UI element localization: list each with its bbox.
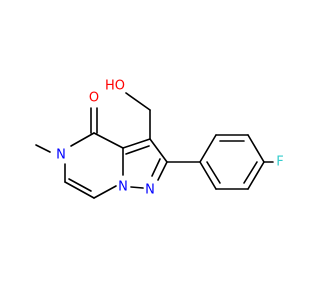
bond-c4-c3a xyxy=(93,132,124,149)
bond-c3a-c3-double xyxy=(125,145,150,155)
bond-ch2-oh xyxy=(125,92,151,111)
bonds xyxy=(35,92,274,199)
bond-c7-c6 xyxy=(64,181,95,199)
bond-c3a-c3 xyxy=(122,138,151,149)
bond-ph4-ph5 xyxy=(247,161,265,190)
bond-ph4-ph5-double xyxy=(243,161,258,184)
atom-label-nitrogen-pyrazole: N xyxy=(145,183,155,198)
bond-c2-n-pyrazole-double xyxy=(151,158,161,177)
atom-labels: O HO N N N F xyxy=(56,79,284,198)
atom-label-hydroxyl: HO xyxy=(105,79,125,94)
atom-label-oxygen-carbonyl: O xyxy=(89,91,99,106)
bond-ph6-ph1-double xyxy=(206,161,221,184)
bond-ph1-ph2 xyxy=(199,134,217,163)
bond-n-pyrazole-n-bridge xyxy=(130,186,144,189)
molecule-structure-diagram: O HO N N N F xyxy=(35,79,284,199)
bond-n-c4 xyxy=(70,132,95,147)
bond-ph6-ph1 xyxy=(199,161,217,190)
atom-label-nitrogen-bridge: N xyxy=(118,180,128,195)
bond-n-bridge-c7 xyxy=(93,185,117,199)
atom-label-nitrogen-pyrazinone: N xyxy=(56,148,66,163)
bond-methyl-n xyxy=(35,144,51,153)
atom-label-fluorine: F xyxy=(276,155,283,170)
bond-ph3-ph4 xyxy=(247,134,265,163)
bond-c2-n-pyrazole xyxy=(157,161,168,181)
bond-c7-c6-double xyxy=(68,178,92,192)
bond-c3-c2 xyxy=(149,138,168,163)
